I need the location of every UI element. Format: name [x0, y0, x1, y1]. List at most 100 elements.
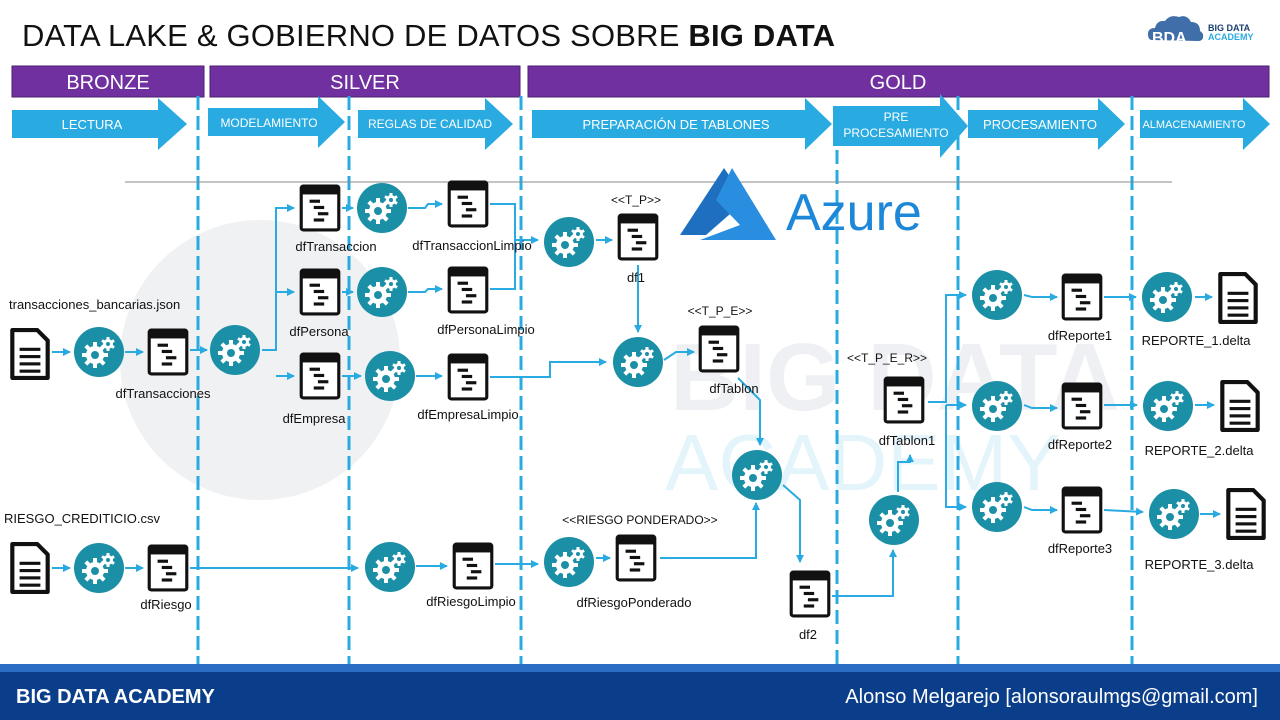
azure-text: Azure: [786, 184, 922, 242]
label-dfriesgolimpio: dfRiesgoLimpio: [426, 594, 516, 609]
table-icon: [1061, 382, 1103, 430]
gear-icon: [365, 351, 415, 401]
table-icon: [299, 184, 341, 232]
stage-preparacion: PREPARACIÓN DE TABLONES: [532, 98, 832, 150]
tag-riesgo-ponderado: <<RIESGO PONDERADO>>: [562, 513, 717, 527]
stage-modelamiento: MODELAMIENTO: [208, 96, 345, 148]
svg-text:GOLD: GOLD: [870, 72, 927, 94]
file-icon-reporte3: [1228, 490, 1263, 538]
label-dftransacciones: dfTransacciones: [116, 386, 211, 401]
file-icon-transacciones: [12, 330, 47, 378]
gear-icon: [544, 537, 594, 587]
label-dftablon1: dfTablon1: [879, 433, 935, 448]
gear-icon: [1142, 272, 1192, 322]
table-icon: [452, 542, 494, 590]
label-dfriesgoponderado: dfRiesgoPonderado: [577, 595, 692, 610]
stage-almacenamiento: ALMACENAMIENTO: [1140, 98, 1270, 150]
logo-mark: BDA: [1152, 30, 1187, 47]
label-dftransaccionlimpio: dfTransaccionLimpio: [412, 238, 531, 253]
zone-silver: SILVER: [209, 65, 521, 98]
gear-icon: [210, 325, 260, 375]
label-dftransaccion: dfTransaccion: [295, 239, 376, 254]
tag-tp: <<T_P>>: [611, 193, 661, 207]
bda-logo: BDA: [1148, 16, 1204, 47]
footer-brand: BIG DATA ACADEMY: [16, 686, 215, 708]
label-dfreporte3: dfReporte3: [1048, 541, 1112, 556]
gear-icon: [74, 543, 124, 593]
label-dftablon: dfTablon: [709, 381, 758, 396]
table-icon: [299, 268, 341, 316]
label-dfpersonalimpio: dfPersonaLimpio: [437, 322, 535, 337]
tag-tper: <<T_P_E_R>>: [847, 351, 927, 365]
label-riesgo: RIESGO_CREDITICIO.csv: [4, 511, 161, 526]
gear-icon: [972, 381, 1022, 431]
stage-separators: [196, 96, 1134, 665]
table-icon: [447, 180, 489, 228]
svg-text:LECTURA: LECTURA: [62, 117, 123, 132]
label-dfpersona: dfPersona: [289, 324, 349, 339]
stage-reglas: REGLAS DE CALIDAD: [358, 98, 513, 150]
table-icon: [147, 328, 189, 376]
gear-icon: [869, 495, 919, 545]
table-icon: [617, 213, 659, 261]
label-dfempresa: dfEmpresa: [283, 411, 347, 426]
gear-icon: [544, 217, 594, 267]
svg-text:BRONZE: BRONZE: [66, 72, 149, 94]
label-reporte3: REPORTE_3.delta: [1145, 557, 1255, 572]
file-icon-reporte1: [1220, 274, 1255, 322]
page-title: DATA LAKE & GOBIERNO DE DATOS SOBRE BIG …: [22, 18, 836, 53]
label-dfempresalimpio: dfEmpresaLimpio: [417, 407, 518, 422]
svg-text:MODELAMIENTO: MODELAMIENTO: [220, 116, 317, 130]
label-df1: df1: [627, 270, 645, 285]
file-icon-riesgo: [12, 544, 47, 592]
footer-author: Alonso Melgarejo [alonsoraulmgs@gmail.co…: [845, 686, 1258, 708]
file-icon-reporte2: [1222, 382, 1257, 430]
zone-bronze: BRONZE: [11, 65, 205, 98]
table-icon: [789, 570, 831, 618]
label-reporte1: REPORTE_1.delta: [1142, 333, 1252, 348]
gear-icon: [1143, 381, 1193, 431]
gear-icon: [357, 267, 407, 317]
table-icon: [698, 325, 740, 373]
svg-text:REGLAS DE CALIDAD: REGLAS DE CALIDAD: [368, 117, 492, 131]
table-icon: [1061, 273, 1103, 321]
table-icon: [615, 534, 657, 582]
table-icon: [883, 376, 925, 424]
svg-text:PROCESAMIENTO: PROCESAMIENTO: [843, 126, 948, 140]
table-icon: [299, 352, 341, 400]
gear-icon: [732, 450, 782, 500]
svg-text:ALMACENAMIENTO: ALMACENAMIENTO: [1142, 119, 1246, 131]
table-icon: [447, 266, 489, 314]
label-df2: df2: [799, 627, 817, 642]
footer-bar: [0, 672, 1280, 720]
pipeline-diagram: BIG DATA ACADEMY BRONZE SILVER GOLD LECT…: [4, 65, 1270, 665]
azure-logo: Azure: [680, 168, 922, 242]
gear-icon: [972, 482, 1022, 532]
svg-text:PREPARACIÓN DE TABLONES: PREPARACIÓN DE TABLONES: [582, 117, 769, 132]
label-reporte2: REPORTE_2.delta: [1145, 443, 1255, 458]
footer-accent: [0, 664, 1280, 672]
label-dfreporte2: dfReporte2: [1048, 437, 1112, 452]
table-icon: [447, 353, 489, 401]
table-icon: [147, 544, 189, 592]
gear-icon: [74, 327, 124, 377]
label-dfreporte1: dfReporte1: [1048, 328, 1112, 343]
stage-preprocesamiento: PRE PROCESAMIENTO: [833, 94, 968, 158]
table-icon: [1061, 486, 1103, 534]
gear-icon: [1149, 489, 1199, 539]
gear-icon: [365, 542, 415, 592]
svg-text:PROCESAMIENTO: PROCESAMIENTO: [983, 117, 1097, 132]
stage-lectura: LECTURA: [12, 98, 187, 150]
stage-procesamiento: PROCESAMIENTO: [968, 98, 1125, 150]
tag-tpe: <<T_P_E>>: [688, 304, 753, 318]
svg-text:SILVER: SILVER: [330, 72, 400, 94]
label-dfriesgo: dfRiesgo: [140, 597, 191, 612]
svg-text:PRE: PRE: [884, 110, 909, 124]
connectors: [52, 200, 1221, 597]
gear-icon: [357, 183, 407, 233]
gear-icon: [972, 270, 1022, 320]
gear-icon: [613, 337, 663, 387]
zone-gold: GOLD: [527, 65, 1270, 98]
label-transacciones: transacciones_bancarias.json: [9, 297, 180, 312]
